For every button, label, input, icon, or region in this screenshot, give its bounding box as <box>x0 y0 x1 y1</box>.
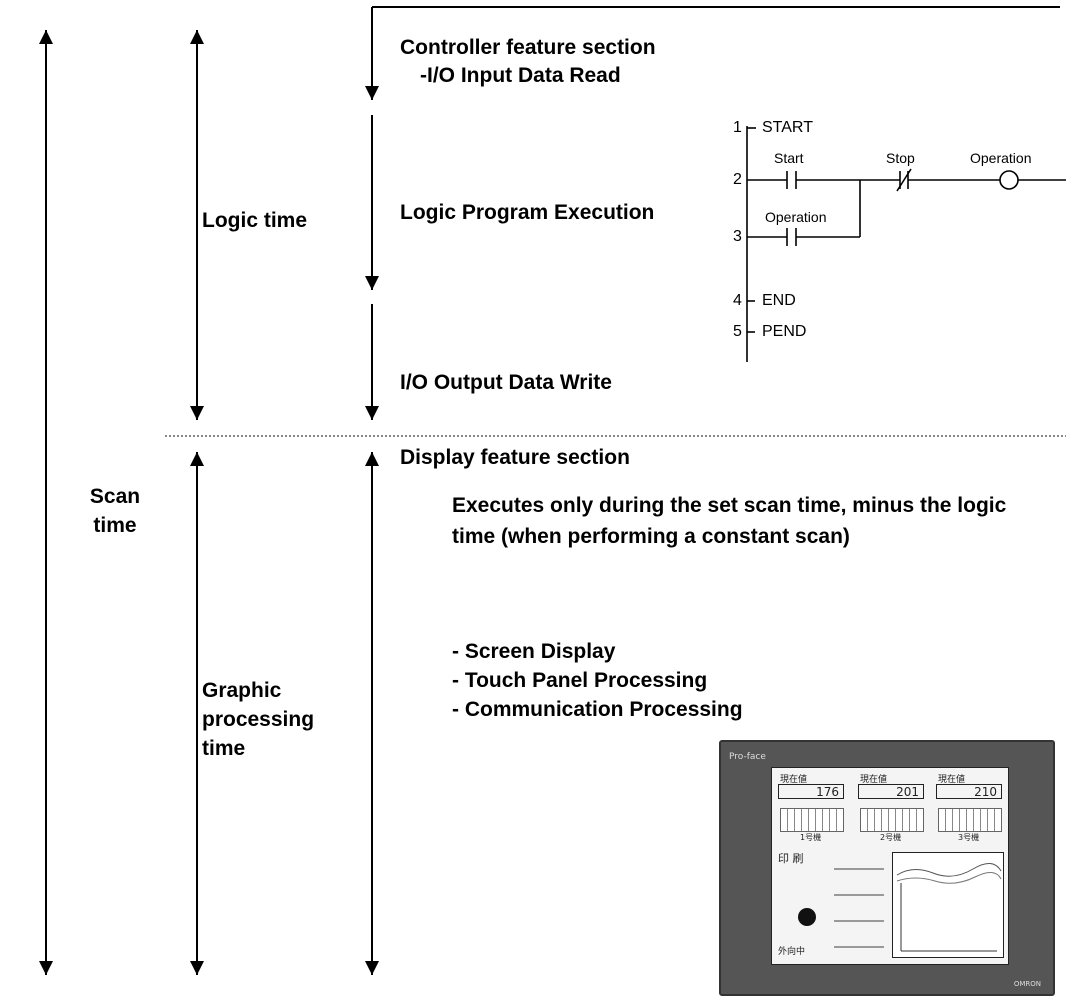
start-instruction: START <box>762 119 813 136</box>
operation-coil <box>999 170 1019 190</box>
rung-number-3: 3 <box>733 228 742 245</box>
hmi-unit-label: 2号機 <box>880 833 902 842</box>
hmi-gauge <box>780 808 844 832</box>
hmi-kanji-label: 印 刷 <box>778 852 804 865</box>
display-items: - Screen Display - Touch Panel Processin… <box>452 637 743 724</box>
hmi-trend-graph <box>892 852 1004 958</box>
hmi-value-box: 176 <box>778 784 844 799</box>
hmi-header-label: 現在値 <box>938 775 966 785</box>
rung-number-1: 1 <box>733 119 742 136</box>
hmi-gauge <box>860 808 924 832</box>
hmi-brand-logo: Pro-face <box>729 752 766 762</box>
list-item: - Touch Panel Processing <box>452 669 708 692</box>
display-description: Executes only during the set scan time, … <box>452 494 1007 548</box>
rung-number-2: 2 <box>733 171 742 188</box>
hmi-maker-logo: OMRON <box>1013 980 1041 988</box>
display-section-title: Display feature section <box>400 446 630 469</box>
hmi-trend-lines <box>896 863 1002 952</box>
operation-coil-label: Operation <box>970 150 1032 166</box>
rung-number-5: 5 <box>733 323 742 340</box>
hmi-screen: 現在値 現在値 現在値 176 201 210 1号機 2号機 3号機 印 刷 … <box>771 767 1009 965</box>
hmi-kanji-label: 外向中 <box>778 947 806 957</box>
operation-contact-label: Operation <box>765 209 827 225</box>
list-item: - Screen Display <box>452 640 616 663</box>
hmi-unit-label: 3号機 <box>958 833 980 842</box>
stop-contact-slash <box>896 168 912 192</box>
logic-time-label: Logic time <box>202 209 308 232</box>
io-input-label: -I/O Input Data Read <box>420 64 621 87</box>
hmi-knob-icon <box>798 908 816 926</box>
ladder-diagram <box>746 126 1066 362</box>
hmi-header-label: 現在値 <box>860 775 888 785</box>
stop-contact-label: Stop <box>886 150 915 166</box>
controller-section-title: Controller feature section <box>400 36 656 59</box>
start-contact-label: Start <box>774 150 804 166</box>
hmi-unit-label: 1号機 <box>800 833 822 842</box>
hmi-panel-image: Pro-face 現在値 現在値 現在値 176 201 210 1号機 2号機… <box>719 740 1055 996</box>
hmi-header-label: 現在値 <box>780 775 808 785</box>
graphic-time-label: Graphic processing time <box>202 679 315 760</box>
hmi-value-box: 201 <box>858 784 924 799</box>
io-output-label: I/O Output Data Write <box>400 371 612 394</box>
list-item: - Communication Processing <box>452 698 743 721</box>
rung-number-4: 4 <box>733 292 742 309</box>
hmi-button-grid <box>834 854 884 956</box>
hmi-value-box: 210 <box>936 784 1002 799</box>
end-instruction: END <box>762 292 796 309</box>
scan-time-label: Scan time <box>89 485 141 537</box>
pend-instruction: PEND <box>762 323 807 340</box>
logic-exec-label: Logic Program Execution <box>400 201 655 224</box>
hmi-gauge <box>938 808 1002 832</box>
